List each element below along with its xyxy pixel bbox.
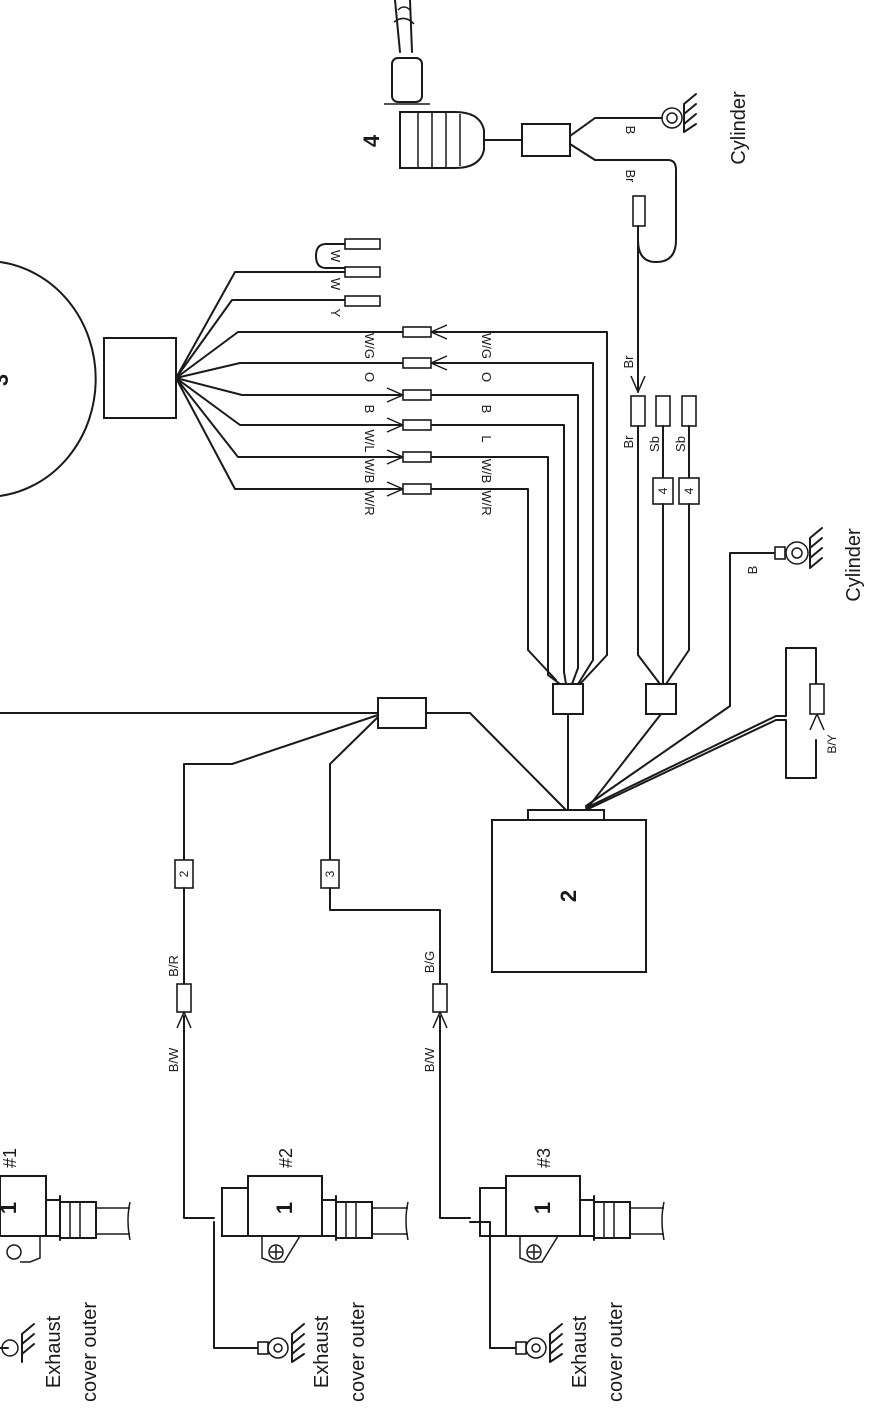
ignition-coil-1: 1 #1	[0, 1148, 131, 1363]
lead-label-w1: W	[328, 278, 343, 291]
lead-label-wg: W/G	[362, 333, 377, 359]
cylinder-ground-symbol-mid	[585, 527, 823, 807]
power-pack-number: 2	[556, 890, 581, 902]
coil2-number: 1	[272, 1202, 297, 1214]
lead-label-o: O	[362, 372, 377, 382]
ignition-coil-2: 1 #2	[213, 1148, 409, 1363]
lead-label-wr-right: W/R	[479, 490, 494, 515]
lead-label-wl: W/L	[362, 429, 377, 452]
lead-label-bg: B/G	[422, 951, 437, 973]
exhaust-label-1a: Exhaust	[43, 1315, 65, 1388]
rectifier-lead-sb1: Sb	[647, 436, 662, 452]
coil3-label: #3	[534, 1148, 554, 1168]
rectifier-brown-label-top: Br	[623, 170, 638, 184]
stator-connector-w2	[344, 238, 381, 250]
coil1-label: #1	[0, 1148, 20, 1168]
rectifier: 4	[359, 0, 677, 393]
connector-tag-cyl3: 3	[323, 870, 337, 877]
lead-label-wb-right: W/B	[479, 459, 494, 484]
cylinder-label-top: Cylinder	[728, 91, 750, 165]
power-pack: 2	[491, 713, 662, 973]
rectifier-leads: 4 4	[630, 395, 700, 715]
connector-tag-cyl2: 2	[177, 870, 191, 877]
lead-label-wg-right: W/G	[479, 333, 494, 359]
exhaust-label-3b: cover outer	[605, 1302, 627, 1402]
lead-label-br: B/R	[166, 955, 181, 977]
cylinder-label-mid: Cylinder	[843, 528, 865, 602]
rectifier-lead-br: Br	[621, 435, 636, 449]
stator: 3	[0, 261, 177, 497]
lead-label-b-right: B	[479, 405, 494, 414]
connector-tag-rect-b: 4	[682, 487, 696, 494]
lead-label-l-right: L	[479, 435, 494, 442]
lead-label-wb: W/B	[362, 459, 377, 484]
lead-label-b: B	[362, 405, 377, 414]
stator-connector-w1	[344, 266, 381, 278]
stator-connector-y	[344, 295, 381, 307]
rectifier-brown-label: Br	[621, 355, 636, 369]
lead-label-o-right: O	[479, 372, 494, 382]
lead-label-wr: W/R	[362, 490, 377, 515]
exhaust-label-1b: cover outer	[79, 1302, 101, 1402]
lead-label-y: Y	[328, 309, 343, 318]
lead-label-bw-cyl3: B/W	[422, 1047, 437, 1072]
harness-junction-connector	[377, 697, 427, 729]
rectifier-lead-sb2: Sb	[673, 436, 688, 452]
connector-tag-rect-a: 4	[656, 487, 670, 494]
ignition-lead-cyl3: 3	[320, 859, 471, 1219]
stator-harness-connector	[552, 683, 584, 715]
exhaust-label-2b: cover outer	[347, 1302, 369, 1402]
exhaust-label-3a: Exhaust	[569, 1315, 591, 1388]
ignition-lead-cyl2: 2	[174, 859, 215, 1219]
coil2-label: #2	[276, 1148, 296, 1168]
rectifier-ground-label: B	[623, 126, 638, 135]
lead-label-bw-cyl2: B/W	[166, 1047, 181, 1072]
main-harness	[0, 697, 567, 861]
cylinder-ground-symbol-top	[654, 93, 697, 133]
stop-switch-lead: B/Y	[585, 647, 839, 811]
exhaust-label-2a: Exhaust	[311, 1315, 333, 1388]
coil3-number: 1	[530, 1202, 555, 1214]
ignition-coil-3: 1 #3	[469, 1148, 665, 1363]
rectifier-number: 4	[359, 134, 384, 147]
stator-leads: Y W W W/G O B W/L W/B W/R W/G O B L W/B …	[175, 238, 608, 685]
stator-number: 3	[0, 374, 13, 386]
coil1-number: 1	[0, 1202, 21, 1214]
stop-switch-label: B/Y	[825, 734, 839, 753]
lead-label-w2: W	[328, 250, 343, 263]
power-pack-ground-label: B	[745, 566, 760, 575]
